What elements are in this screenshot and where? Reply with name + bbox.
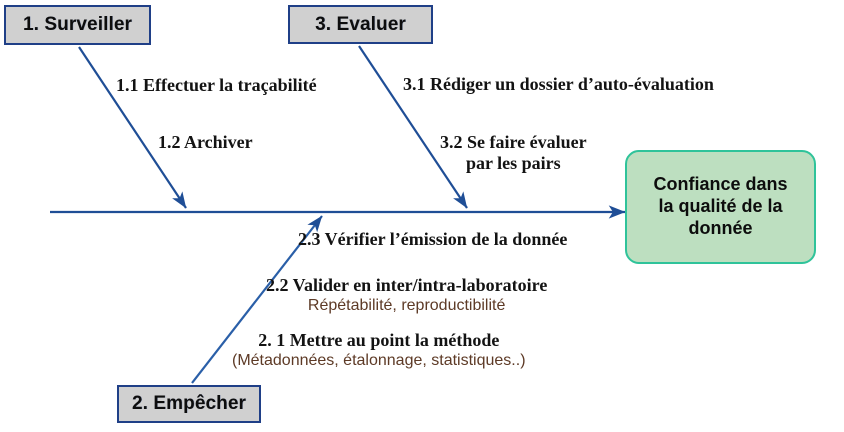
cause-label-1-2: 1.2 Archiver [158, 132, 253, 153]
cause-main-2-3: 2.3 Vérifier l’émission de la donnée [298, 229, 568, 249]
cause-label-2-1: 2. 1 Mettre au point la méthode (Métadon… [232, 330, 526, 370]
cause-main-3-2-line1: 3.2 Se faire évaluer [440, 132, 587, 152]
cause-label-1-1: 1.1 Effectuer la traçabilité [116, 75, 317, 96]
cause-label-2-2: 2.2 Valider en inter/intra-laboratoire R… [266, 275, 547, 315]
branch-arrow-surveiller [78, 46, 187, 209]
cause-label-2-3: 2.3 Vérifier l’émission de la donnée [298, 229, 567, 250]
effect-line-1: Confiance dans [653, 174, 788, 195]
category-label-surveiller: 1. Surveiller [22, 14, 133, 35]
effect-line-3: donnée [688, 217, 753, 238]
category-label-empecher: 2. Empêcher [131, 393, 247, 414]
cause-main-1-1: 1.1 Effectuer la traçabilité [116, 75, 317, 95]
cause-main-3-1: 3.1 Rédiger un dossier d’auto-évaluation [403, 74, 714, 94]
cause-sub-2-1: (Métadonnées, étalonnage, statistiques..… [232, 352, 526, 369]
cause-label-3-2: 3.2 Se faire évaluer par les pairs [440, 132, 587, 174]
category-box-evaluer[interactable]: 3. Evaluer [288, 5, 433, 44]
effect-line-2: la qualité de la [658, 196, 783, 217]
cause-main-2-1: 2. 1 Mettre au point la méthode [258, 330, 500, 350]
category-box-empecher[interactable]: 2. Empêcher [117, 385, 261, 423]
cause-main-1-2: 1.2 Archiver [158, 132, 253, 152]
cause-main-2-2: 2.2 Valider en inter/intra-laboratoire [266, 275, 548, 295]
effect-box-confiance[interactable]: Confiance dans la qualité de la donnée [625, 150, 816, 264]
category-box-surveiller[interactable]: 1. Surveiller [4, 5, 151, 45]
cause-sub-2-2: Répétabilité, reproductibilité [307, 297, 506, 314]
effect-box-label: Confiance dans la qualité de la donnée [645, 174, 795, 240]
cause-label-3-1: 3.1 Rédiger un dossier d’auto-évaluation [403, 74, 714, 95]
cause-main-3-2-line2: par les pairs [465, 153, 561, 173]
category-label-evaluer: 3. Evaluer [315, 13, 406, 35]
branch-arrow-evaluer [358, 45, 468, 209]
